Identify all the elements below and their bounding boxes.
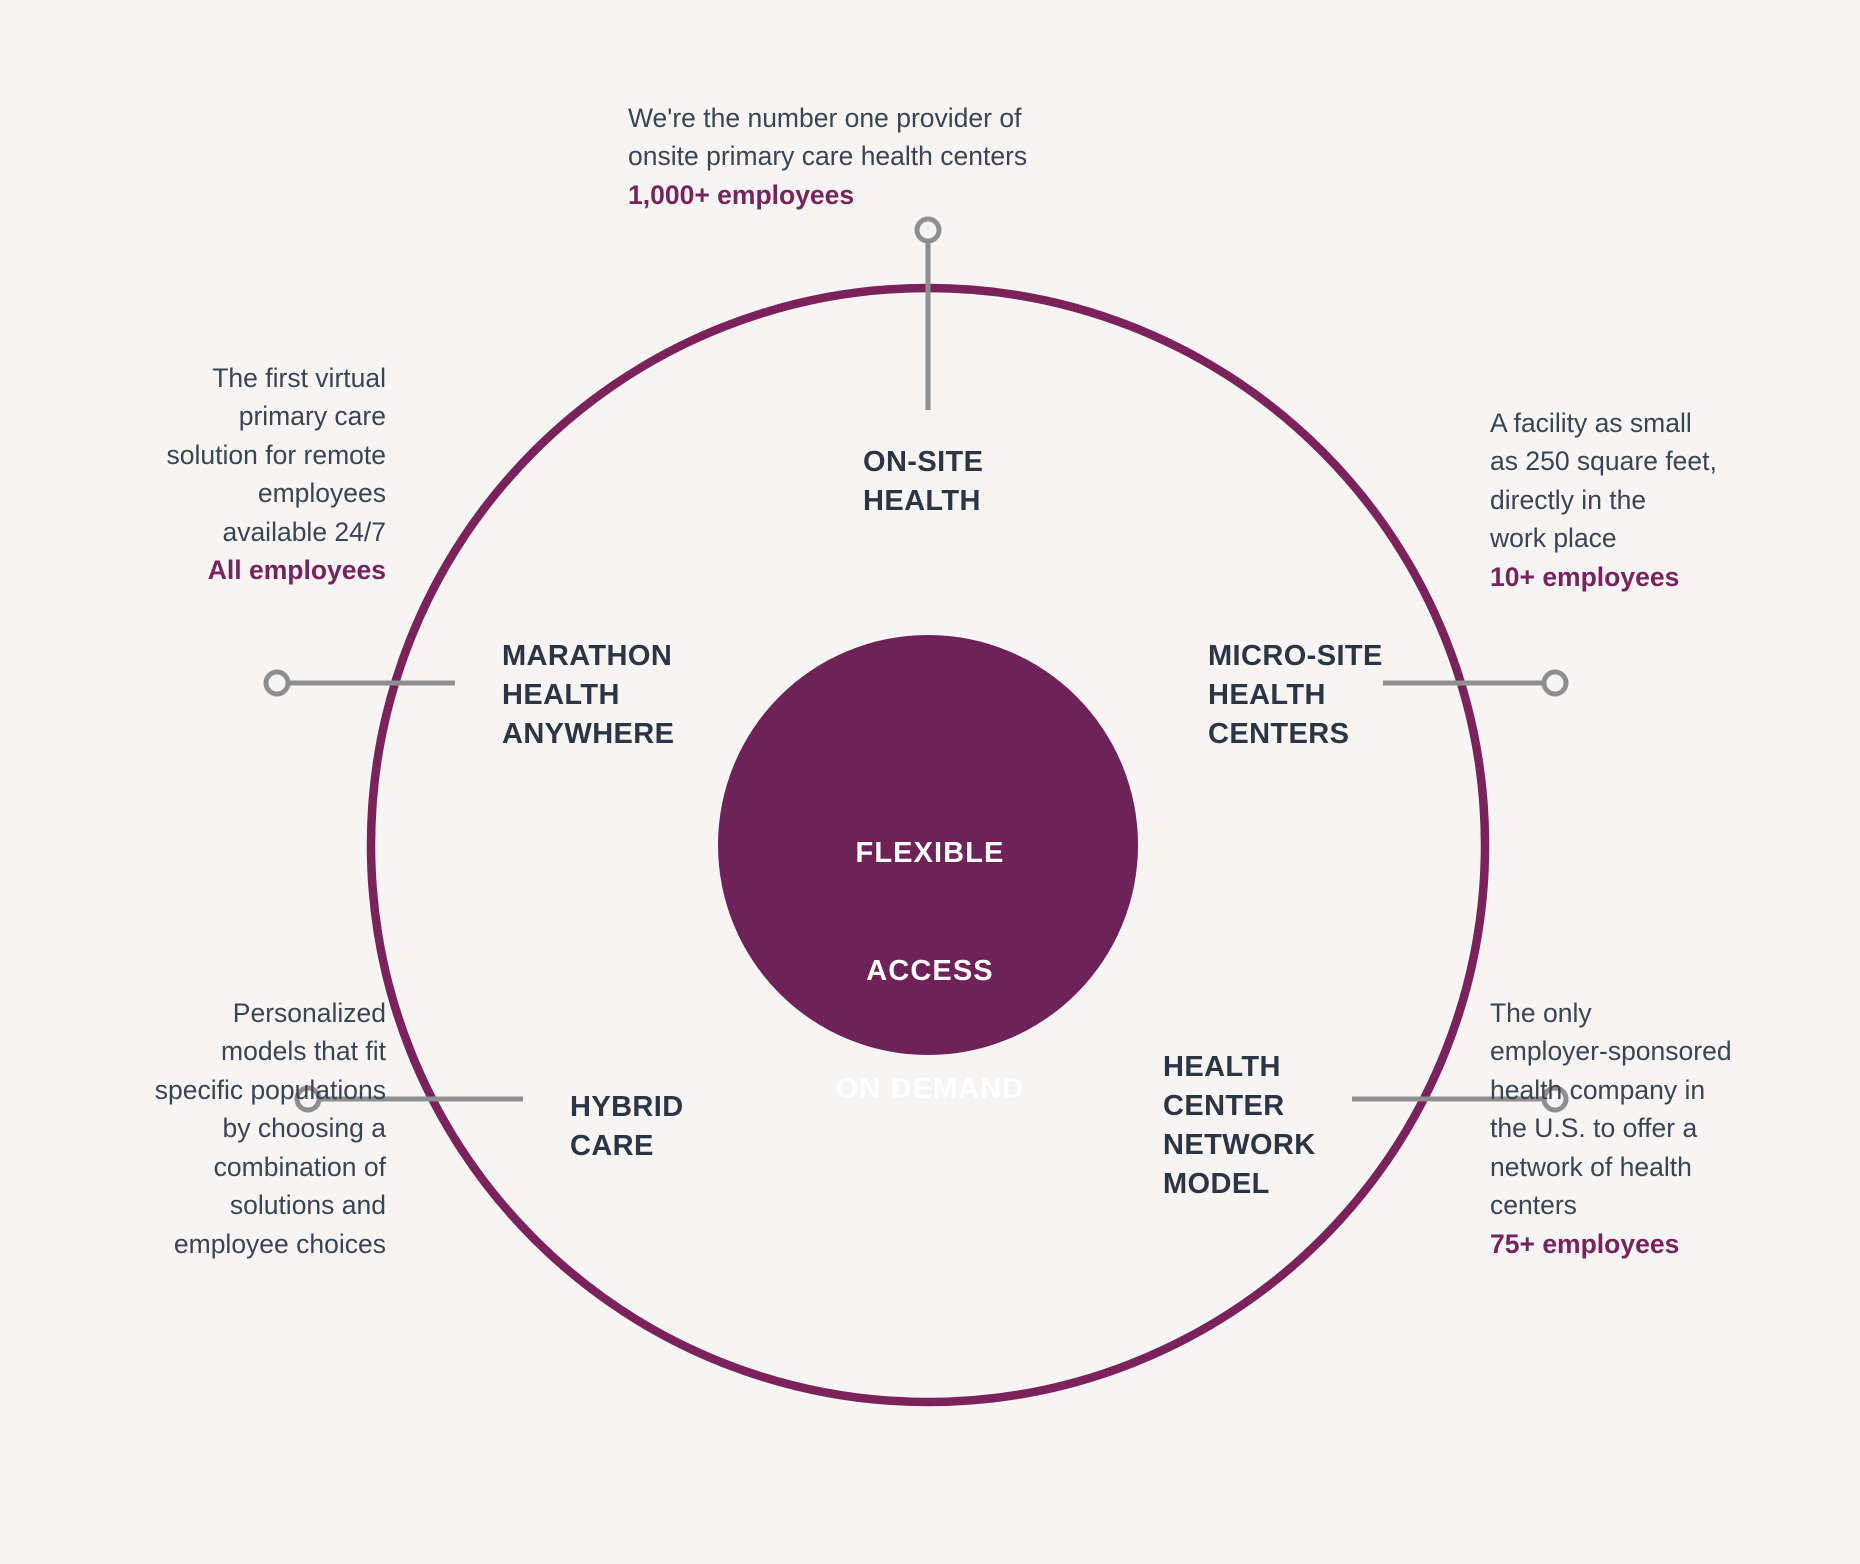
description-highlight: 1,000+ employees — [628, 179, 855, 210]
description-body: We're the number one provider of onsite … — [628, 102, 1028, 172]
core-circle — [718, 635, 1138, 1055]
description-body: The first virtual primary care solution … — [166, 362, 386, 547]
core-label-line-1: FLEXIBLE — [855, 837, 1005, 869]
ring-label-health-center-network-model[interactable]: HEALTH CENTER NETWORK MODEL — [1163, 1051, 1316, 1200]
description-highlight: All employees — [207, 555, 386, 585]
description-body: Personalized models that fit specific po… — [154, 997, 386, 1259]
connector-dot-network — [1541, 1085, 1569, 1113]
description-highlight: 10+ employees — [1490, 561, 1680, 592]
connector-dot-hybrid — [294, 1085, 322, 1113]
core-label-line-3: ON DEMAND — [835, 1073, 1025, 1105]
core-label-line-2: ACCESS — [866, 955, 994, 987]
connector-dot-microsite — [1541, 669, 1569, 697]
ring-label-hybrid-care[interactable]: HYBRID CARE — [570, 1091, 684, 1162]
description-hybrid-care: Personalized models that fit specific po… — [68, 955, 386, 1302]
description-onsite-health: We're the number one provider of onsite … — [628, 60, 1048, 253]
ring-label-onsite-health[interactable]: ON-SITE HEALTH — [863, 446, 984, 517]
ring-label-marathon-health-anywhere[interactable]: MARATHON HEALTH ANYWHERE — [502, 640, 675, 750]
description-marathon-health-anywhere: The first virtual primary care solution … — [86, 320, 386, 628]
description-micro-site-health-centers: A facility as small as 250 square feet, … — [1490, 365, 1810, 635]
connector-dot-marathon — [263, 669, 291, 697]
description-body: A facility as small as 250 square feet, … — [1490, 407, 1717, 554]
ring-label-micro-site-health-centers[interactable]: MICRO-SITE HEALTH CENTERS — [1208, 640, 1383, 750]
connector-dot-onsite — [914, 216, 942, 244]
description-highlight: 75+ employees — [1490, 1228, 1680, 1259]
description-health-center-network-model: The only employer-sponsored health compa… — [1490, 955, 1820, 1302]
description-body: The only employer-sponsored health compa… — [1490, 997, 1732, 1221]
core-label: FLEXIBLE ACCESS ON DEMAND — [720, 765, 1140, 1178]
